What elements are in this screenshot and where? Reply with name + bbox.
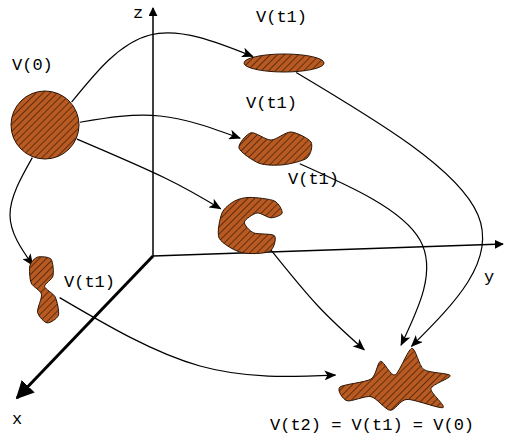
- phase-volume: V(t1): [243, 8, 325, 73]
- phase-volume: V(t1): [215, 170, 339, 255]
- flow-arrow: [77, 139, 221, 209]
- volume-label: V(t1): [246, 94, 297, 114]
- x-axis: [17, 256, 153, 398]
- y-axis: [153, 244, 503, 256]
- flow-arrow: [300, 164, 427, 345]
- volume-blob: [10, 90, 80, 160]
- flow-arrow: [296, 73, 483, 347]
- phase-volume: V(t2) = V(t1) = V(0): [270, 345, 474, 436]
- volume-blob: [28, 255, 60, 325]
- z-axis: [152, 8, 154, 256]
- flow-arrow: [60, 298, 336, 377]
- flow-arrow: [270, 249, 364, 349]
- axis-label: y: [484, 268, 494, 288]
- phase-volume: V(0): [10, 56, 80, 160]
- volume-blob: [215, 195, 285, 255]
- volume-blob: [235, 128, 315, 168]
- volume-label: V(0): [12, 56, 53, 76]
- flow-arrow: [10, 158, 33, 266]
- volume-blob: [335, 345, 455, 413]
- flow-arrow: [80, 115, 240, 138]
- axis-label: z: [133, 4, 143, 24]
- flow-arrow: [72, 33, 253, 102]
- axis-label: x: [12, 410, 22, 430]
- volume-blob: [243, 53, 325, 73]
- volume-label: V(t1): [288, 170, 339, 190]
- volume-label: V(t1): [256, 8, 307, 28]
- phase-volume: V(t1): [28, 255, 115, 325]
- volume-label: V(t1): [64, 273, 115, 293]
- phase-volume: V(t1): [235, 94, 315, 168]
- volume-label: V(t2) = V(t1) = V(0): [270, 416, 474, 436]
